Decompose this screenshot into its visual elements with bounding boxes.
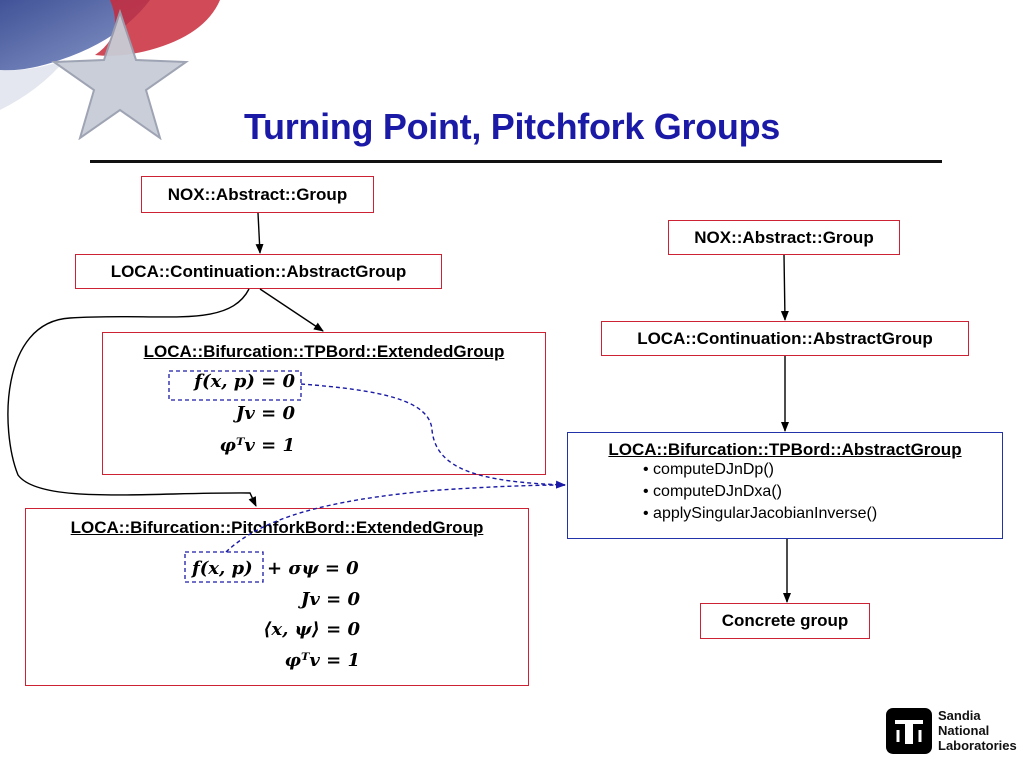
arrow-nox-to-continuation-right [780, 254, 789, 321]
dashed-link-pf [225, 484, 566, 553]
dashed-link-tp [300, 383, 566, 489]
concrete-group-label: Concrete group [721, 611, 849, 630]
tp-f-highlight [168, 370, 302, 401]
method-item: • computeDJnDxa() [643, 483, 782, 500]
right-continuation-group-label: LOCA::Continuation::AbstractGroup [637, 328, 933, 348]
right-nox-group-box: NOX::Abstract::Group [668, 220, 900, 255]
tp-equation-phi: φᵀv = 1 [219, 435, 295, 456]
sandia-thunderbird-icon [886, 708, 932, 754]
right-nox-group-label: NOX::Abstract::Group [694, 227, 874, 247]
pf-equation-jv: Jv = 0 [300, 589, 360, 610]
pf-equation-sigma: + σψ = 0 [267, 558, 359, 579]
concrete-group-box: Concrete group [700, 603, 870, 639]
tp-equation-f: f(x, p) = 0 [194, 371, 295, 392]
arrow-continuation-to-tp-extended [259, 288, 324, 332]
tp-abstract-method-list: • computeDJnDp() • computeDJnDxa() • app… [643, 459, 877, 525]
pitchfork-extended-group-box: LOCA::Bifurcation::PitchforkBord::Extend… [25, 508, 529, 686]
arrow-nox-to-continuation-left [255, 212, 264, 254]
arrow-continuation-to-pitchfork [7, 288, 257, 507]
pitchfork-extended-heading: LOCA::Bifurcation::PitchforkBord::Extend… [70, 518, 484, 537]
pf-equation-inner: ⟨x, ψ⟩ = 0 [263, 619, 360, 640]
tp-equation-jv: Jv = 0 [235, 403, 295, 424]
pf-f-highlight [184, 551, 264, 583]
method-item: • applySingularJacobianInverse() [643, 505, 878, 522]
method-item: • computeDJnDp() [643, 461, 774, 478]
flag-star-decoration [0, 0, 220, 140]
pf-equation-f: f(x, p) [192, 558, 253, 579]
left-nox-group-box: NOX::Abstract::Group [141, 176, 374, 213]
sandia-logo-text: Sandia National Laboratories [938, 708, 1017, 753]
right-continuation-group-box: LOCA::Continuation::AbstractGroup [601, 321, 969, 356]
page-title: Turning Point, Pitchfork Groups [243, 106, 780, 147]
sandia-logo: Sandia National Laboratories [886, 706, 1017, 758]
tp-abstract-group-box: LOCA::Bifurcation::TPBord::AbstractGroup… [567, 432, 1003, 539]
left-continuation-group-label: LOCA::Continuation::AbstractGroup [110, 261, 407, 281]
left-nox-group-label: NOX::Abstract::Group [167, 184, 348, 204]
tp-extended-group-box: LOCA::Bifurcation::TPBord::ExtendedGroup… [102, 332, 546, 475]
tp-extended-heading: LOCA::Bifurcation::TPBord::ExtendedGroup [143, 342, 505, 361]
left-continuation-group-box: LOCA::Continuation::AbstractGroup [75, 254, 442, 289]
tp-abstract-heading: LOCA::Bifurcation::TPBord::AbstractGroup [608, 440, 962, 459]
title-underline [90, 160, 942, 163]
pf-equation-phi: φᵀv = 1 [284, 650, 360, 671]
